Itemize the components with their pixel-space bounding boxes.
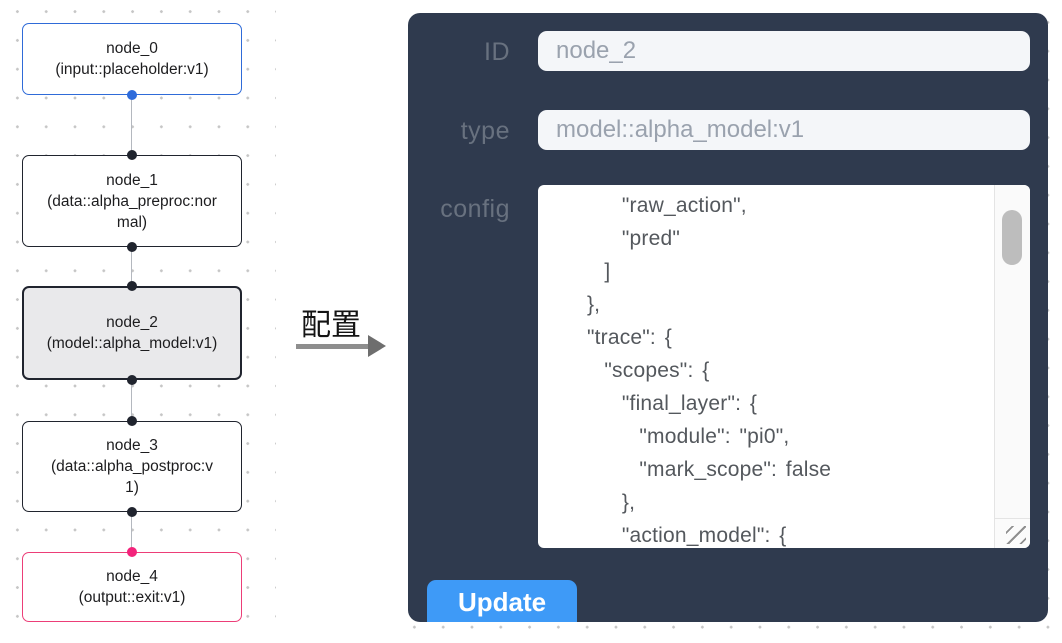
configure-annotation-label: 配置 bbox=[301, 309, 361, 342]
arrow-head bbox=[368, 335, 386, 357]
arrow-shaft bbox=[296, 343, 372, 349]
port-node3-out[interactable] bbox=[127, 507, 137, 517]
graph-node-node_4[interactable]: node_4(output::exit:v1) bbox=[22, 552, 242, 622]
right-arrow-icon bbox=[296, 335, 388, 357]
graph-node-node_1[interactable]: node_1(data::alpha_preproc:normal) bbox=[22, 155, 242, 247]
config-field-label: config bbox=[440, 195, 510, 223]
port-node0-out[interactable] bbox=[127, 90, 137, 100]
port-node4-in[interactable] bbox=[127, 547, 137, 557]
port-node1-out[interactable] bbox=[127, 242, 137, 252]
edge-node0-node1 bbox=[130, 95, 133, 155]
node-label: node_3(data::alpha_postproc:v1) bbox=[51, 437, 213, 496]
node-label: node_4(output::exit:v1) bbox=[78, 568, 186, 606]
config-json-text[interactable]: "raw_action", "pred" ] }, "trace": { "sc… bbox=[586, 194, 832, 547]
update-button[interactable]: Update bbox=[427, 580, 577, 622]
port-node1-in[interactable] bbox=[127, 150, 137, 160]
node-label: node_0(input::placeholder:v1) bbox=[55, 40, 209, 78]
port-node2-out[interactable] bbox=[127, 375, 137, 385]
textarea-resize-handle[interactable] bbox=[994, 518, 1030, 548]
id-field-label: ID bbox=[484, 38, 510, 66]
port-node3-in[interactable] bbox=[127, 416, 137, 426]
config-textarea[interactable]: "raw_action", "pred" ] }, "trace": { "sc… bbox=[538, 185, 1030, 548]
edge-node1-node2 bbox=[130, 247, 133, 286]
type-field-label: type bbox=[460, 117, 510, 145]
edge-node2-node3 bbox=[130, 380, 133, 421]
id-input[interactable] bbox=[538, 31, 1030, 71]
port-node2-in[interactable] bbox=[127, 281, 137, 291]
type-input[interactable] bbox=[538, 110, 1030, 150]
graph-node-node_0[interactable]: node_0(input::placeholder:v1) bbox=[22, 23, 242, 95]
resize-grip-icon bbox=[1006, 526, 1026, 544]
node-config-panel: ID type config "raw_action", "pred" ] },… bbox=[408, 13, 1048, 622]
graph-node-node_3[interactable]: node_3(data::alpha_postproc:v1) bbox=[22, 421, 242, 512]
node-label: node_1(data::alpha_preproc:normal) bbox=[47, 171, 217, 231]
edge-node3-node4 bbox=[130, 512, 133, 552]
config-scrollbar[interactable] bbox=[994, 185, 1030, 518]
config-scrollbar-thumb[interactable] bbox=[1002, 210, 1022, 265]
node-label: node_2(model::alpha_model:v1) bbox=[46, 314, 218, 352]
graph-node-node_2-selected[interactable]: node_2(model::alpha_model:v1) bbox=[22, 286, 242, 380]
